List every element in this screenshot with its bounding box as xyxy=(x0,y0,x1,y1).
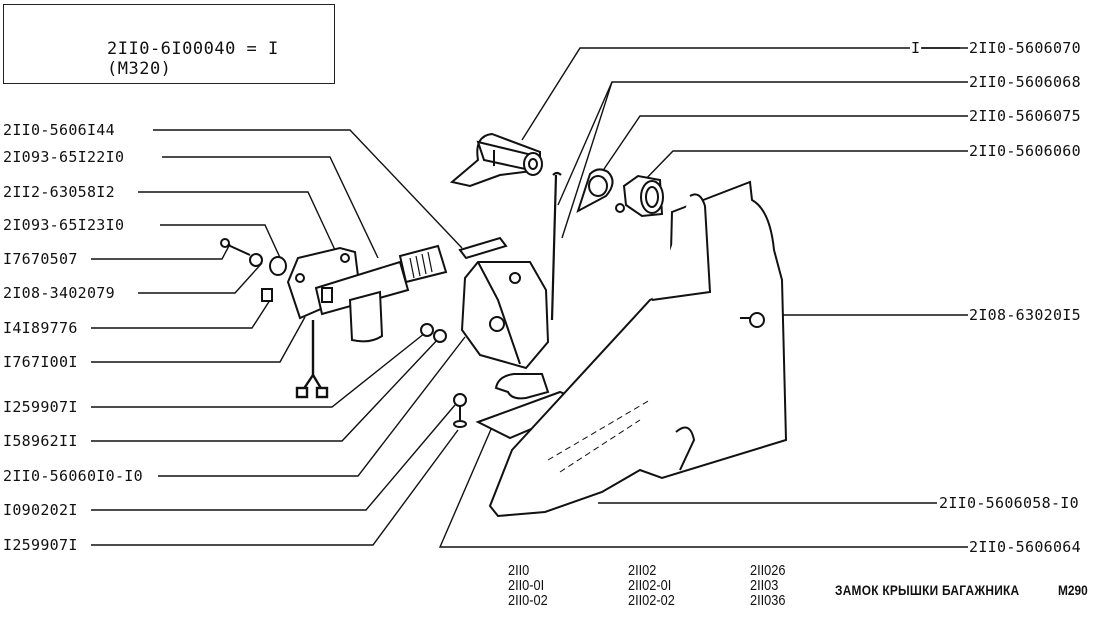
part-label-2110-5606064[interactable]: 2II0-5606064 xyxy=(968,538,1082,556)
model-code: 2II0 xyxy=(508,562,530,579)
part-label-2110-5606075[interactable]: 2II0-5606075 xyxy=(968,107,1082,125)
leader-2108-3402079 xyxy=(138,262,263,294)
leader-2110-5606064 xyxy=(438,419,968,548)
models-column-1: 2II0 2II0-0I 2II0-02 xyxy=(508,563,548,608)
part-label-2110-5606060[interactable]: 2II0-5606060 xyxy=(968,142,1082,160)
model-code: 2II0-02 xyxy=(508,592,548,609)
model-code: 2II036 xyxy=(750,592,786,609)
part-label-17671001[interactable]: I767I00I xyxy=(2,353,79,371)
bushing-part xyxy=(615,174,664,218)
part-label-2110-5606058-10[interactable]: 2II0-5606058-I0 xyxy=(938,494,1080,512)
lock-mechanism-part xyxy=(458,236,550,370)
leader-2110-5606010-10 xyxy=(158,336,466,477)
part-label-2110-5606144[interactable]: 2II0-5606I44 xyxy=(2,121,116,139)
models-column-2: 2II02 2II02-0I 2II02-02 xyxy=(628,563,675,608)
part-label-2108-6302015[interactable]: 2I08-63020I5 xyxy=(968,306,1082,324)
wire-harness-part xyxy=(295,320,329,399)
leader-2110-5606060 xyxy=(639,150,968,186)
fasteners-left xyxy=(220,238,447,343)
models-column-3: 2II026 2II03 2II036 xyxy=(750,563,785,608)
leader-17670507 xyxy=(91,243,231,260)
leader-2110-5606144 xyxy=(153,129,463,249)
leader-2110-5606075 xyxy=(601,115,968,173)
model-code: 2II02 xyxy=(628,562,657,579)
part-label-14189776[interactable]: I4I89776 xyxy=(2,319,79,337)
leader-21093-6512210 xyxy=(162,156,379,259)
leader-12599071-b xyxy=(91,429,459,546)
seal-part xyxy=(576,168,614,214)
leader-12599071-a xyxy=(91,332,426,408)
sheet-number: M290 xyxy=(1058,582,1088,598)
leader-21093-6512310 xyxy=(160,224,283,263)
part-label-21093-6512210[interactable]: 2I093-65I22I0 xyxy=(2,148,126,166)
legend-box: 2II0-6I00040 = I (M320) xyxy=(3,4,335,84)
leader-2110-5606068 xyxy=(557,81,968,206)
part-label-12599071-a[interactable]: I259907I xyxy=(2,398,79,416)
part-label-10902021[interactable]: I090202I xyxy=(2,501,79,519)
leader-2112-6305812 xyxy=(138,191,336,251)
part-label-2110-5606070[interactable]: 2II0-5606070 xyxy=(968,39,1082,57)
part-label-17670507[interactable]: I7670507 xyxy=(2,250,79,268)
part-label-2110-5606068[interactable]: 2II0-5606068 xyxy=(968,73,1082,91)
leader-14189776 xyxy=(91,296,273,329)
diagram-title: ЗАМОК КРЫШКИ БАГАЖНИКА xyxy=(835,582,1020,598)
part-label-15896211[interactable]: I58962II xyxy=(2,432,79,450)
part-label-2108-3402079[interactable]: 2I08-3402079 xyxy=(2,284,116,302)
leader-15896211 xyxy=(91,336,441,442)
part-label-21093-6512310[interactable]: 2I093-65I23I0 xyxy=(2,216,126,234)
legend-text: 2II0-6I00040 = I (M320) xyxy=(107,39,279,79)
model-code: 2II0-0I xyxy=(508,577,545,594)
cover-part xyxy=(488,180,788,518)
leader-17671001 xyxy=(91,316,306,363)
lock-cylinder-part xyxy=(449,132,543,188)
model-code: 2II02-02 xyxy=(628,592,675,609)
actuator-part xyxy=(286,244,448,343)
rod-part xyxy=(550,171,562,321)
model-code: 2II03 xyxy=(750,577,779,594)
part-label-12599071-b[interactable]: I259907I xyxy=(2,536,79,554)
leader-2110-5606070 xyxy=(521,47,960,141)
part-label-2112-6305812[interactable]: 2II2-63058I2 xyxy=(2,183,116,201)
leader-10902021 xyxy=(91,404,456,511)
model-code: 2II02-0I xyxy=(628,577,672,594)
part-label-2110-5606010-10[interactable]: 2II0-56060I0-I0 xyxy=(2,467,144,485)
part-prefix-2110-5606070: I xyxy=(910,39,922,57)
model-code: 2II026 xyxy=(750,562,786,579)
